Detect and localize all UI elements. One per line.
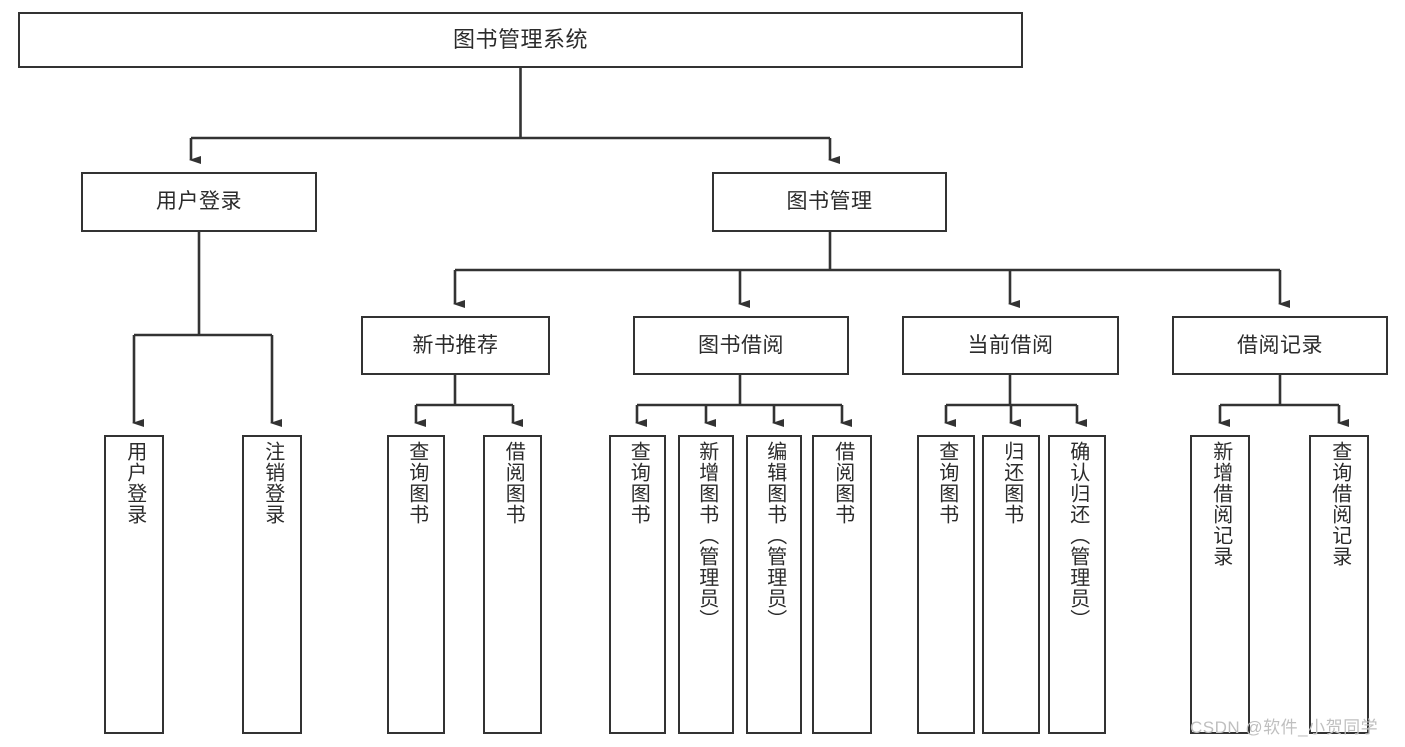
node-borrow-record-label: 借阅记录 — [1237, 333, 1323, 357]
node-leaf-borrow-book-1-label: 借阅图书 — [502, 441, 525, 525]
node-borrow-record[interactable]: 借阅记录 — [1172, 316, 1388, 375]
connectors-root-level2 — [189, 68, 840, 164]
node-leaf-query-book-2-label: 查询图书 — [627, 441, 650, 525]
node-current-borrow-label: 当前借阅 — [967, 333, 1054, 357]
node-leaf-query-borrow-record-label: 查询借阅记录 — [1328, 441, 1351, 567]
node-leaf-query-borrow-record[interactable]: 查询借阅记录 — [1309, 435, 1369, 734]
node-user-login[interactable]: 用户登录 — [81, 172, 317, 232]
node-book-manage[interactable]: 图书管理 — [712, 172, 947, 232]
connectors-userlogin-leaves — [132, 232, 282, 427]
node-leaf-return-book[interactable]: 归还图书 — [982, 435, 1040, 734]
node-book-manage-label: 图书管理 — [786, 190, 873, 214]
node-root-label: 图书管理系统 — [452, 26, 588, 52]
connectors-borrowrecord-leaves — [1218, 375, 1349, 427]
node-leaf-add-book-admin[interactable]: 新增图书（管理员） — [678, 435, 734, 734]
connectors-currentborrow-leaves — [944, 375, 1087, 427]
node-book-borrow[interactable]: 图书借阅 — [633, 316, 849, 375]
connectors-bookmanage-level3 — [453, 232, 1290, 308]
node-leaf-return-book-label: 归还图书 — [1000, 441, 1023, 525]
node-leaf-user-login[interactable]: 用户登录 — [104, 435, 164, 734]
node-leaf-query-book-1-label: 查询图书 — [405, 441, 428, 525]
connectors-bookborrow-leaves — [635, 375, 852, 427]
node-leaf-confirm-return-admin-label: 确认归还（管理员） — [1066, 441, 1089, 630]
node-leaf-borrow-book-2[interactable]: 借阅图书 — [812, 435, 872, 734]
node-leaf-add-borrow-record-label: 新增借阅记录 — [1209, 441, 1232, 567]
node-leaf-edit-book-admin[interactable]: 编辑图书（管理员） — [746, 435, 802, 734]
node-leaf-query-book-2[interactable]: 查询图书 — [609, 435, 666, 734]
node-leaf-logout-login[interactable]: 注销登录 — [242, 435, 302, 734]
connectors-newbook-leaves — [414, 375, 523, 427]
node-current-borrow[interactable]: 当前借阅 — [902, 316, 1119, 375]
node-leaf-user-login-label: 用户登录 — [123, 441, 146, 525]
node-leaf-borrow-book-2-label: 借阅图书 — [831, 441, 854, 525]
node-leaf-query-book-1[interactable]: 查询图书 — [387, 435, 445, 734]
node-leaf-edit-book-admin-label: 编辑图书（管理员） — [763, 441, 786, 630]
node-root[interactable]: 图书管理系统 — [18, 12, 1023, 68]
node-book-borrow-label: 图书借阅 — [698, 333, 784, 357]
node-user-login-label: 用户登录 — [156, 190, 242, 214]
node-leaf-add-borrow-record[interactable]: 新增借阅记录 — [1190, 435, 1250, 734]
node-leaf-confirm-return-admin[interactable]: 确认归还（管理员） — [1048, 435, 1106, 734]
node-new-book-recommend-label: 新书推荐 — [412, 333, 499, 357]
node-leaf-logout-login-label: 注销登录 — [261, 441, 284, 525]
node-leaf-borrow-book-1[interactable]: 借阅图书 — [483, 435, 542, 734]
node-leaf-query-book-3[interactable]: 查询图书 — [917, 435, 975, 734]
node-leaf-query-book-3-label: 查询图书 — [935, 441, 958, 525]
node-new-book-recommend[interactable]: 新书推荐 — [361, 316, 550, 375]
node-leaf-add-book-admin-label: 新增图书（管理员） — [695, 441, 718, 630]
